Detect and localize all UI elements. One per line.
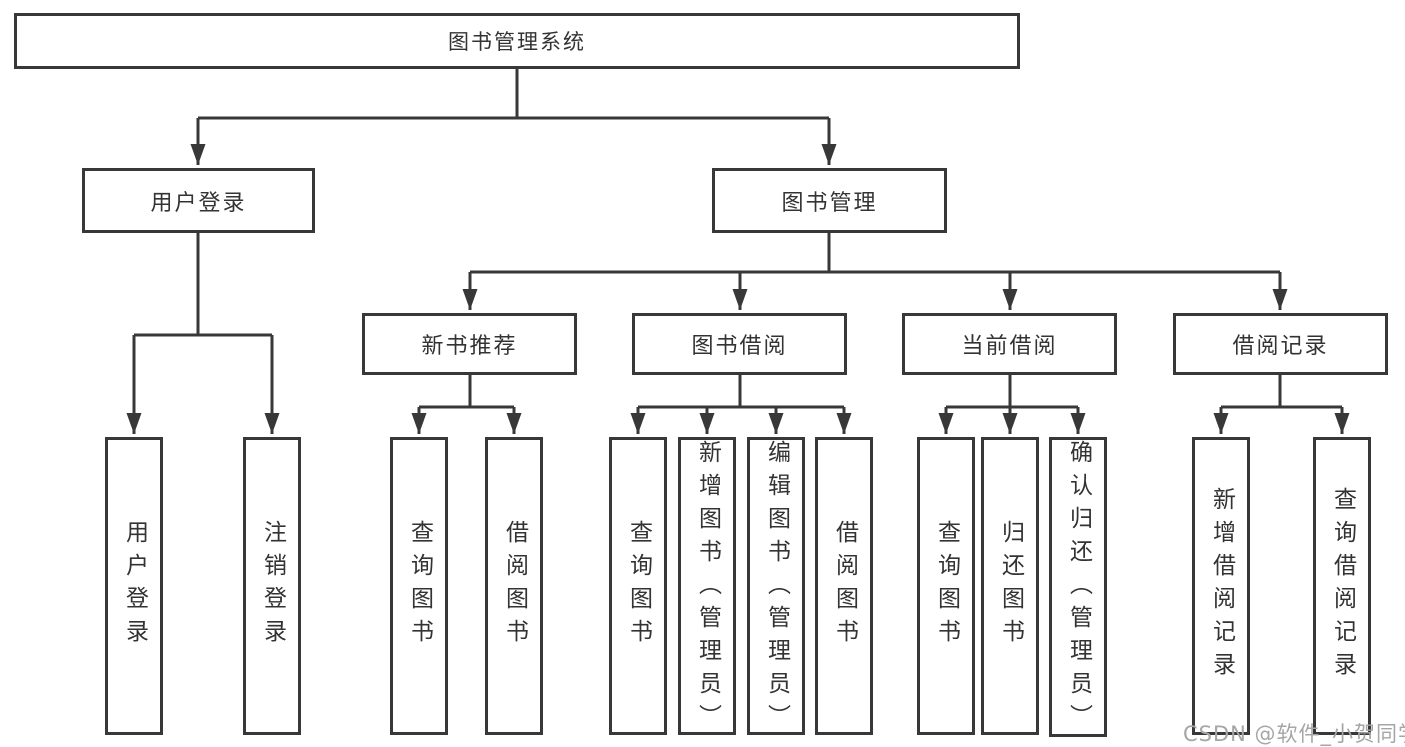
leaf-query-borrow-record: 查询借阅记录 xyxy=(1313,437,1371,735)
leaf-add-borrow-record: 新增借阅记录 xyxy=(1192,437,1250,735)
leaf-add-book-admin-label: 新增图书（管理员） xyxy=(694,440,721,737)
leaf-query-book-borrow-label: 查询图书 xyxy=(625,520,652,652)
trunk-lines xyxy=(134,69,1342,409)
arrow-lines xyxy=(126,118,1350,434)
leaf-logout-login: 注销登录 xyxy=(243,437,301,735)
leaf-confirm-return-admin: 确认归还（管理员） xyxy=(1049,437,1107,737)
leaf-query-book-current: 查询图书 xyxy=(917,437,975,735)
leaf-query-book-current-label: 查询图书 xyxy=(933,520,960,652)
node-user-login: 用户登录 xyxy=(82,168,315,233)
leaf-add-book-admin: 新增图书（管理员） xyxy=(678,437,736,737)
node-new-book-recommend: 新书推荐 xyxy=(362,313,577,375)
leaf-borrow-book-newrec-label: 借阅图书 xyxy=(501,520,528,652)
leaf-edit-book-admin: 编辑图书（管理员） xyxy=(747,437,805,737)
leaf-query-book-borrow: 查询图书 xyxy=(609,437,667,735)
leaf-add-borrow-record-label: 新增借阅记录 xyxy=(1208,487,1235,685)
node-current-borrow: 当前借阅 xyxy=(902,313,1117,375)
leaf-borrow-book-borrow-label: 借阅图书 xyxy=(831,520,858,652)
leaf-borrow-book-borrow: 借阅图书 xyxy=(815,437,873,735)
leaf-confirm-return-admin-label: 确认归还（管理员） xyxy=(1065,440,1092,737)
node-root-system: 图书管理系统 xyxy=(14,13,1020,69)
leaf-edit-book-admin-label: 编辑图书（管理员） xyxy=(763,440,790,737)
node-book-management: 图书管理 xyxy=(712,168,947,233)
leaf-query-book-newrec-label: 查询图书 xyxy=(406,520,433,652)
node-book-borrow: 图书借阅 xyxy=(632,313,847,375)
leaf-query-book-newrec: 查询图书 xyxy=(390,437,448,735)
node-borrow-record: 借阅记录 xyxy=(1173,313,1388,375)
leaf-return-book: 归还图书 xyxy=(981,437,1039,735)
leaf-query-borrow-record-label: 查询借阅记录 xyxy=(1329,487,1356,685)
leaf-return-book-label: 归还图书 xyxy=(997,520,1024,652)
csdn-watermark: CSDN @软件_小贺同学 xyxy=(1183,722,1405,746)
leaf-user-login-label: 用户登录 xyxy=(121,520,148,652)
leaf-user-login: 用户登录 xyxy=(105,437,163,735)
leaf-logout-login-label: 注销登录 xyxy=(259,520,286,652)
leaf-borrow-book-newrec: 借阅图书 xyxy=(485,437,543,735)
